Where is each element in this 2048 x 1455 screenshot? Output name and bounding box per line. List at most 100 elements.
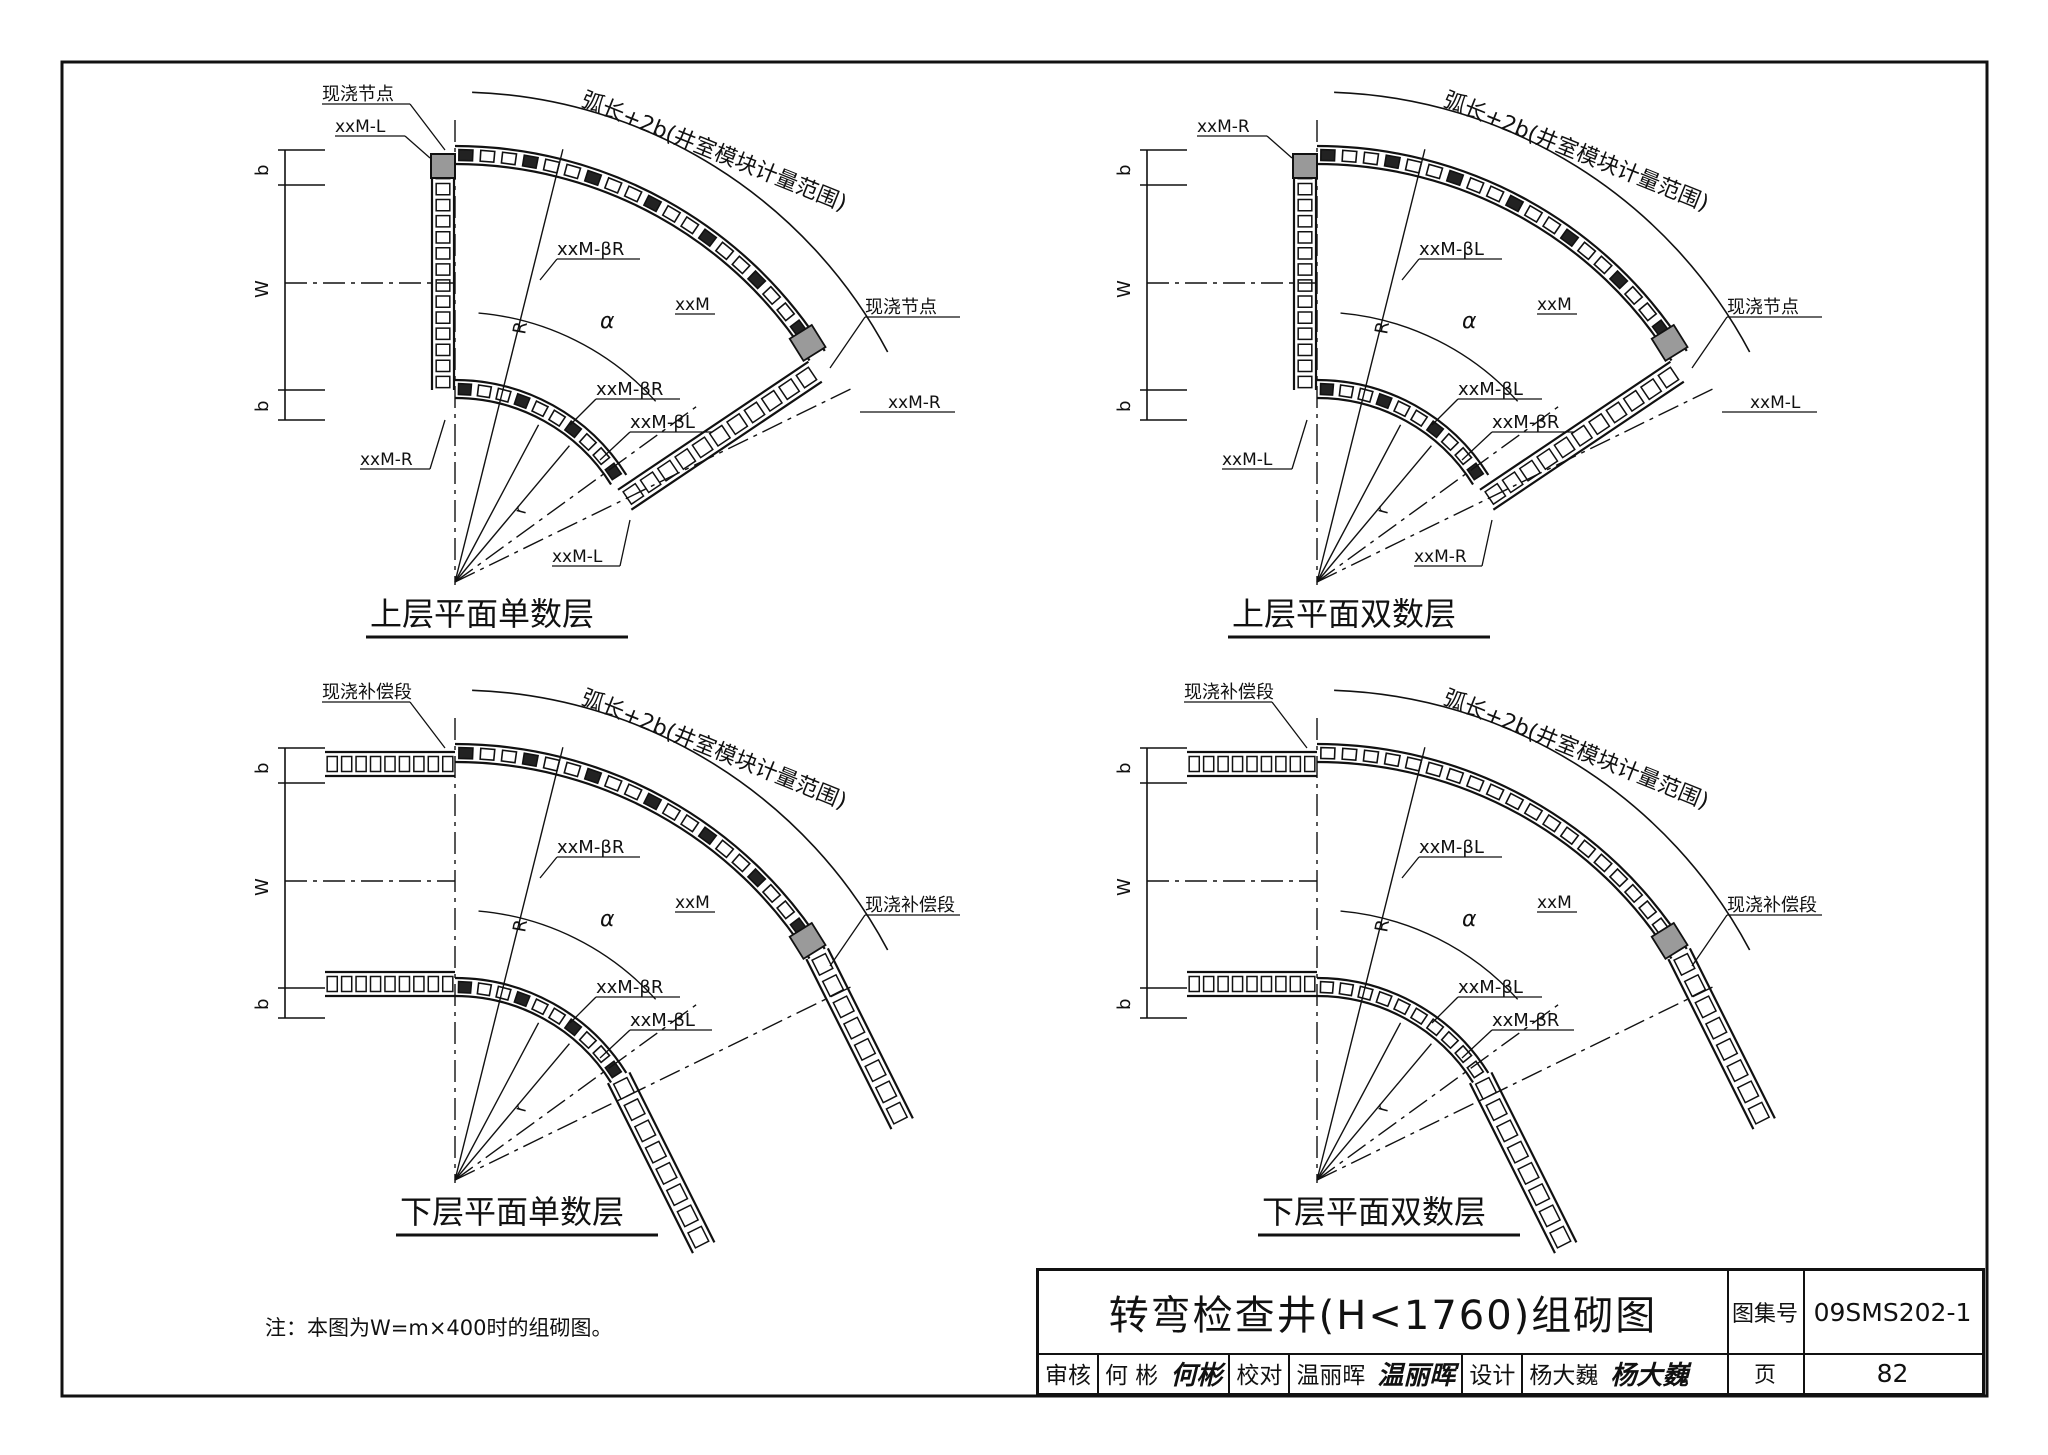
outer-block-code: xxM-βL bbox=[1419, 239, 1484, 260]
wall-block bbox=[1518, 459, 1542, 482]
center-line-radial bbox=[454, 986, 851, 1181]
wall-block bbox=[1726, 1058, 1749, 1083]
radius-line bbox=[1316, 1043, 1432, 1181]
wall-block bbox=[340, 755, 353, 773]
wall-block bbox=[1638, 899, 1658, 920]
wall-block bbox=[1297, 279, 1313, 292]
inner-block-code-2: xxM-βR bbox=[1492, 1010, 1559, 1031]
wall-block bbox=[521, 154, 540, 170]
leader-line bbox=[1691, 914, 1728, 967]
label-r: r bbox=[511, 504, 532, 516]
wall-block bbox=[1297, 230, 1313, 244]
panel-caption: 上层平面单数层 bbox=[370, 595, 594, 633]
leader-line bbox=[1461, 431, 1493, 461]
wall-block bbox=[760, 389, 784, 413]
wall-block bbox=[1523, 204, 1544, 224]
wall-block bbox=[435, 182, 451, 196]
wall-block bbox=[458, 746, 474, 760]
wall-block bbox=[398, 755, 411, 773]
wall-block bbox=[1188, 755, 1201, 773]
straight-wall-edge bbox=[805, 947, 914, 1130]
wall-block bbox=[355, 755, 367, 773]
wall-block bbox=[326, 755, 339, 773]
wall-block bbox=[1297, 182, 1313, 196]
wall-block bbox=[623, 1097, 646, 1122]
wall-block bbox=[708, 424, 732, 448]
wall-block bbox=[676, 1204, 700, 1228]
wall-block bbox=[697, 826, 718, 846]
wall-block bbox=[725, 412, 749, 436]
wall-block bbox=[583, 767, 603, 785]
straight-wall-edge bbox=[1187, 750, 1317, 778]
wall-block bbox=[457, 980, 473, 994]
wall-block bbox=[1392, 400, 1412, 418]
leader-line bbox=[829, 316, 866, 369]
straight-wall-edge bbox=[1292, 165, 1318, 390]
wall-block bbox=[1383, 752, 1402, 768]
center-line-radial bbox=[1316, 986, 1713, 1181]
panel-caption: 上层平面双数层 bbox=[1232, 595, 1456, 633]
wall-block bbox=[1559, 826, 1580, 846]
wall-block bbox=[592, 446, 611, 466]
code-label-right: xxM-R bbox=[888, 393, 941, 413]
angle-arc bbox=[478, 910, 657, 1000]
wall-block bbox=[563, 1018, 583, 1037]
straight-wall-edge bbox=[325, 750, 455, 778]
wall-block bbox=[832, 995, 856, 1019]
wall-block bbox=[1275, 975, 1287, 993]
wall-block bbox=[746, 269, 767, 290]
radius-line bbox=[454, 1022, 540, 1181]
wall-block bbox=[1541, 215, 1562, 235]
wall-block bbox=[1297, 295, 1313, 308]
wall-block bbox=[1704, 1016, 1728, 1040]
straight-wall-edge bbox=[1479, 360, 1685, 511]
panel-caption: 下层平面单数层 bbox=[400, 1193, 624, 1231]
wall-block bbox=[1217, 975, 1229, 993]
radius-line bbox=[1316, 1022, 1402, 1181]
inner-block-code-2: xxM-βR bbox=[1492, 412, 1559, 433]
wall-block bbox=[691, 436, 714, 459]
wall-block bbox=[563, 420, 583, 439]
leader-line bbox=[404, 135, 431, 159]
wall-block bbox=[1260, 755, 1273, 773]
wall-block bbox=[435, 311, 451, 325]
wall-block bbox=[1593, 853, 1613, 873]
title-block: 转弯检查井(H<1760)组砌图 图集号 09SMS202-1 审核 何 彬 何… bbox=[1036, 1268, 1985, 1396]
arc-wall-outer-edge bbox=[454, 378, 628, 476]
wall-block bbox=[1517, 1161, 1540, 1186]
dim-label-w: W bbox=[1114, 280, 1135, 298]
label-r: r bbox=[1373, 504, 1394, 516]
dim-label-b: b bbox=[252, 401, 273, 412]
wall-block bbox=[821, 973, 845, 998]
wall-block bbox=[479, 149, 496, 164]
leader-line bbox=[1271, 701, 1308, 749]
drawing-note: 注：本图为W=m×400时的组砌图。 bbox=[265, 1316, 613, 1340]
cast-node bbox=[430, 153, 456, 179]
wall-block bbox=[1320, 148, 1336, 162]
wall-block bbox=[1445, 767, 1465, 785]
wall-block bbox=[578, 1030, 598, 1050]
wall-block bbox=[592, 1044, 611, 1064]
arc-wall-inner-edge bbox=[454, 760, 811, 960]
wall-block bbox=[1570, 424, 1594, 448]
straight-wall-edge bbox=[1187, 970, 1317, 998]
wall-block bbox=[1297, 359, 1313, 373]
leader-line bbox=[1461, 1029, 1493, 1059]
wall-block bbox=[369, 975, 382, 993]
wall-block bbox=[1466, 1060, 1485, 1079]
wall-block bbox=[441, 975, 454, 993]
wall-block bbox=[427, 975, 440, 993]
wall-block bbox=[1527, 1182, 1551, 1207]
wall-block bbox=[679, 215, 700, 235]
wall-block bbox=[578, 432, 598, 452]
wall-block bbox=[340, 975, 353, 993]
reviewer-signature: 何彬 bbox=[1170, 1360, 1223, 1391]
wall-block bbox=[1485, 1097, 1508, 1122]
wall-block bbox=[1357, 387, 1374, 403]
wall-block bbox=[1736, 1080, 1760, 1104]
wall-block bbox=[1523, 802, 1544, 822]
outer-block-code: xxM-βL bbox=[1419, 837, 1484, 858]
wall-block bbox=[458, 148, 474, 162]
